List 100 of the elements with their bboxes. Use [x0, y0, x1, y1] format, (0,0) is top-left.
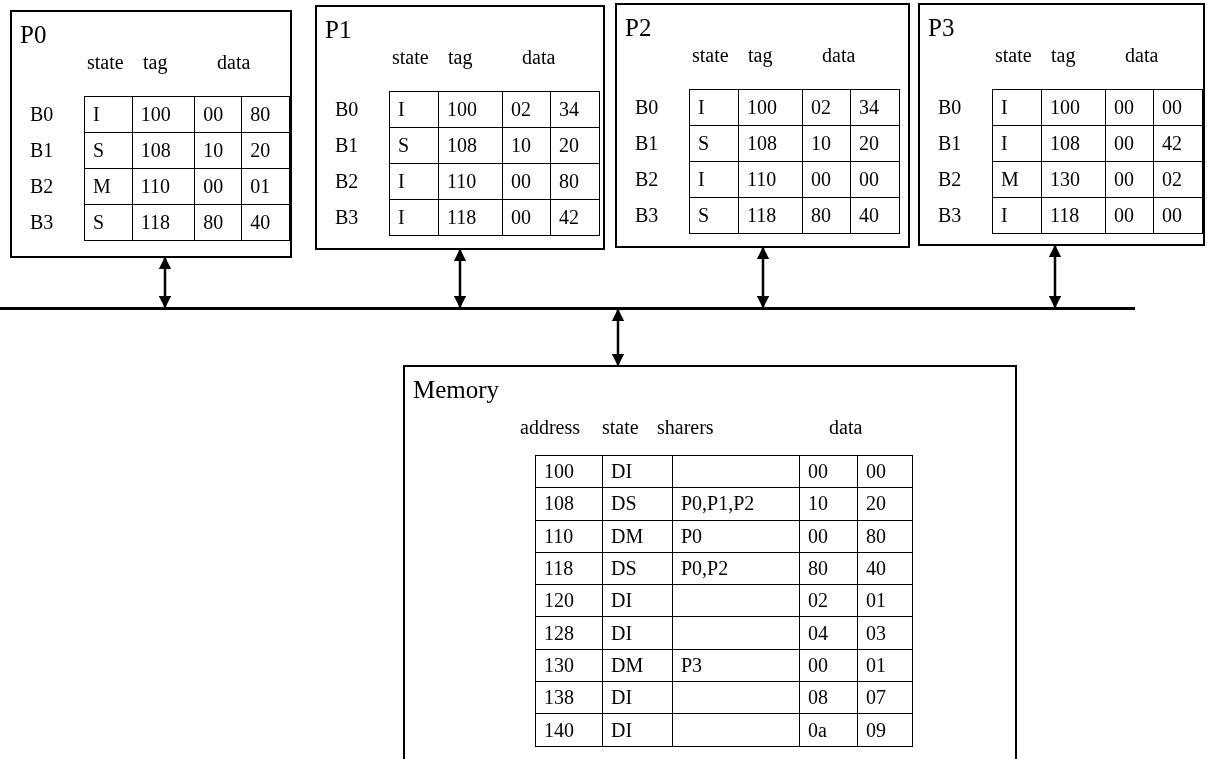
data-value: 42: [1153, 125, 1203, 162]
data-value: 01: [857, 649, 913, 682]
processor-box: [918, 3, 1205, 246]
row-label: B1: [938, 133, 962, 153]
sharers-value: P0,P2: [672, 552, 800, 585]
data-value: 40: [241, 204, 290, 241]
column-header: data: [1125, 45, 1159, 65]
tag-value: 100: [738, 89, 803, 126]
column-header: data: [522, 47, 556, 67]
state-value: DI: [602, 455, 673, 488]
state-value: I: [389, 163, 439, 200]
column-header: state: [692, 45, 729, 65]
state-value: I: [992, 125, 1042, 162]
tag-value: 118: [132, 204, 195, 241]
state-value: S: [84, 132, 133, 169]
data-value: 00: [802, 161, 851, 198]
data-value: 10: [802, 125, 851, 162]
data-value: 00: [1153, 197, 1203, 234]
data-value: 09: [857, 713, 913, 747]
row-label: B1: [335, 135, 359, 155]
data-value: 34: [550, 91, 600, 128]
double-arrow: [158, 256, 172, 309]
address-value: 110: [535, 520, 603, 553]
tag-value: 118: [1041, 197, 1106, 234]
data-value: 00: [502, 163, 551, 200]
state-value: I: [992, 89, 1042, 126]
data-value: 03: [857, 617, 913, 650]
state-value: DM: [602, 649, 673, 682]
state-value: S: [84, 204, 133, 241]
state-value: M: [84, 168, 133, 205]
state-value: I: [689, 89, 739, 126]
state-value: DS: [602, 487, 673, 521]
data-value: 00: [850, 161, 900, 198]
state-value: DM: [602, 520, 673, 553]
column-header: sharers: [657, 417, 714, 437]
data-value: 00: [1105, 161, 1154, 198]
state-value: I: [84, 96, 133, 133]
data-value: 20: [857, 487, 913, 521]
address-value: 140: [535, 713, 603, 747]
state-value: S: [389, 127, 439, 164]
data-value: 00: [194, 96, 242, 133]
tag-value: 100: [132, 96, 195, 133]
tag-value: 108: [738, 125, 803, 162]
data-value: 00: [799, 520, 858, 553]
data-value: 02: [1153, 161, 1203, 198]
data-value: 00: [857, 455, 913, 488]
data-value: 07: [857, 681, 913, 714]
double-arrow: [756, 246, 770, 309]
double-arrow: [611, 308, 625, 367]
address-value: 118: [535, 552, 603, 585]
tag-value: 110: [738, 161, 803, 198]
column-header: data: [829, 417, 863, 437]
row-label: B2: [335, 171, 359, 191]
processor-box: [10, 10, 292, 258]
sharers-value: P0,P1,P2: [672, 487, 800, 521]
data-value: 10: [194, 132, 242, 169]
row-label: B0: [635, 97, 659, 117]
tag-value: 100: [1041, 89, 1106, 126]
data-value: 00: [502, 199, 551, 236]
data-value: 42: [550, 199, 600, 236]
state-value: I: [992, 197, 1042, 234]
box-title: P1: [325, 17, 352, 42]
state-value: DS: [602, 552, 673, 585]
state-value: DI: [602, 713, 673, 747]
data-value: 02: [802, 89, 851, 126]
row-label: B0: [30, 104, 54, 124]
state-value: M: [992, 161, 1042, 198]
state-value: DI: [602, 584, 673, 617]
data-value: 00: [799, 649, 858, 682]
column-header: address: [520, 417, 580, 437]
column-header: data: [822, 45, 856, 65]
data-value: 80: [241, 96, 290, 133]
data-value: 08: [799, 681, 858, 714]
data-value: 00: [194, 168, 242, 205]
row-label: B1: [635, 133, 659, 153]
processor-box: [315, 5, 605, 250]
data-value: 20: [550, 127, 600, 164]
state-value: S: [689, 197, 739, 234]
data-value: 00: [1153, 89, 1203, 126]
tag-value: 110: [438, 163, 503, 200]
data-value: 34: [850, 89, 900, 126]
row-label: B1: [30, 140, 54, 160]
address-value: 138: [535, 681, 603, 714]
column-header: state: [602, 417, 639, 437]
row-label: B0: [938, 97, 962, 117]
data-value: 40: [850, 197, 900, 234]
data-value: 04: [799, 617, 858, 650]
tag-value: 108: [438, 127, 503, 164]
address-value: 108: [535, 487, 603, 521]
tag-value: 110: [132, 168, 195, 205]
address-value: 120: [535, 584, 603, 617]
column-header: state: [87, 52, 124, 72]
data-value: 80: [194, 204, 242, 241]
double-arrow: [1048, 244, 1062, 309]
box-title: P2: [625, 15, 652, 40]
data-value: 01: [241, 168, 290, 205]
tag-value: 100: [438, 91, 503, 128]
data-value: 01: [857, 584, 913, 617]
data-value: 20: [241, 132, 290, 169]
data-value: 02: [502, 91, 551, 128]
